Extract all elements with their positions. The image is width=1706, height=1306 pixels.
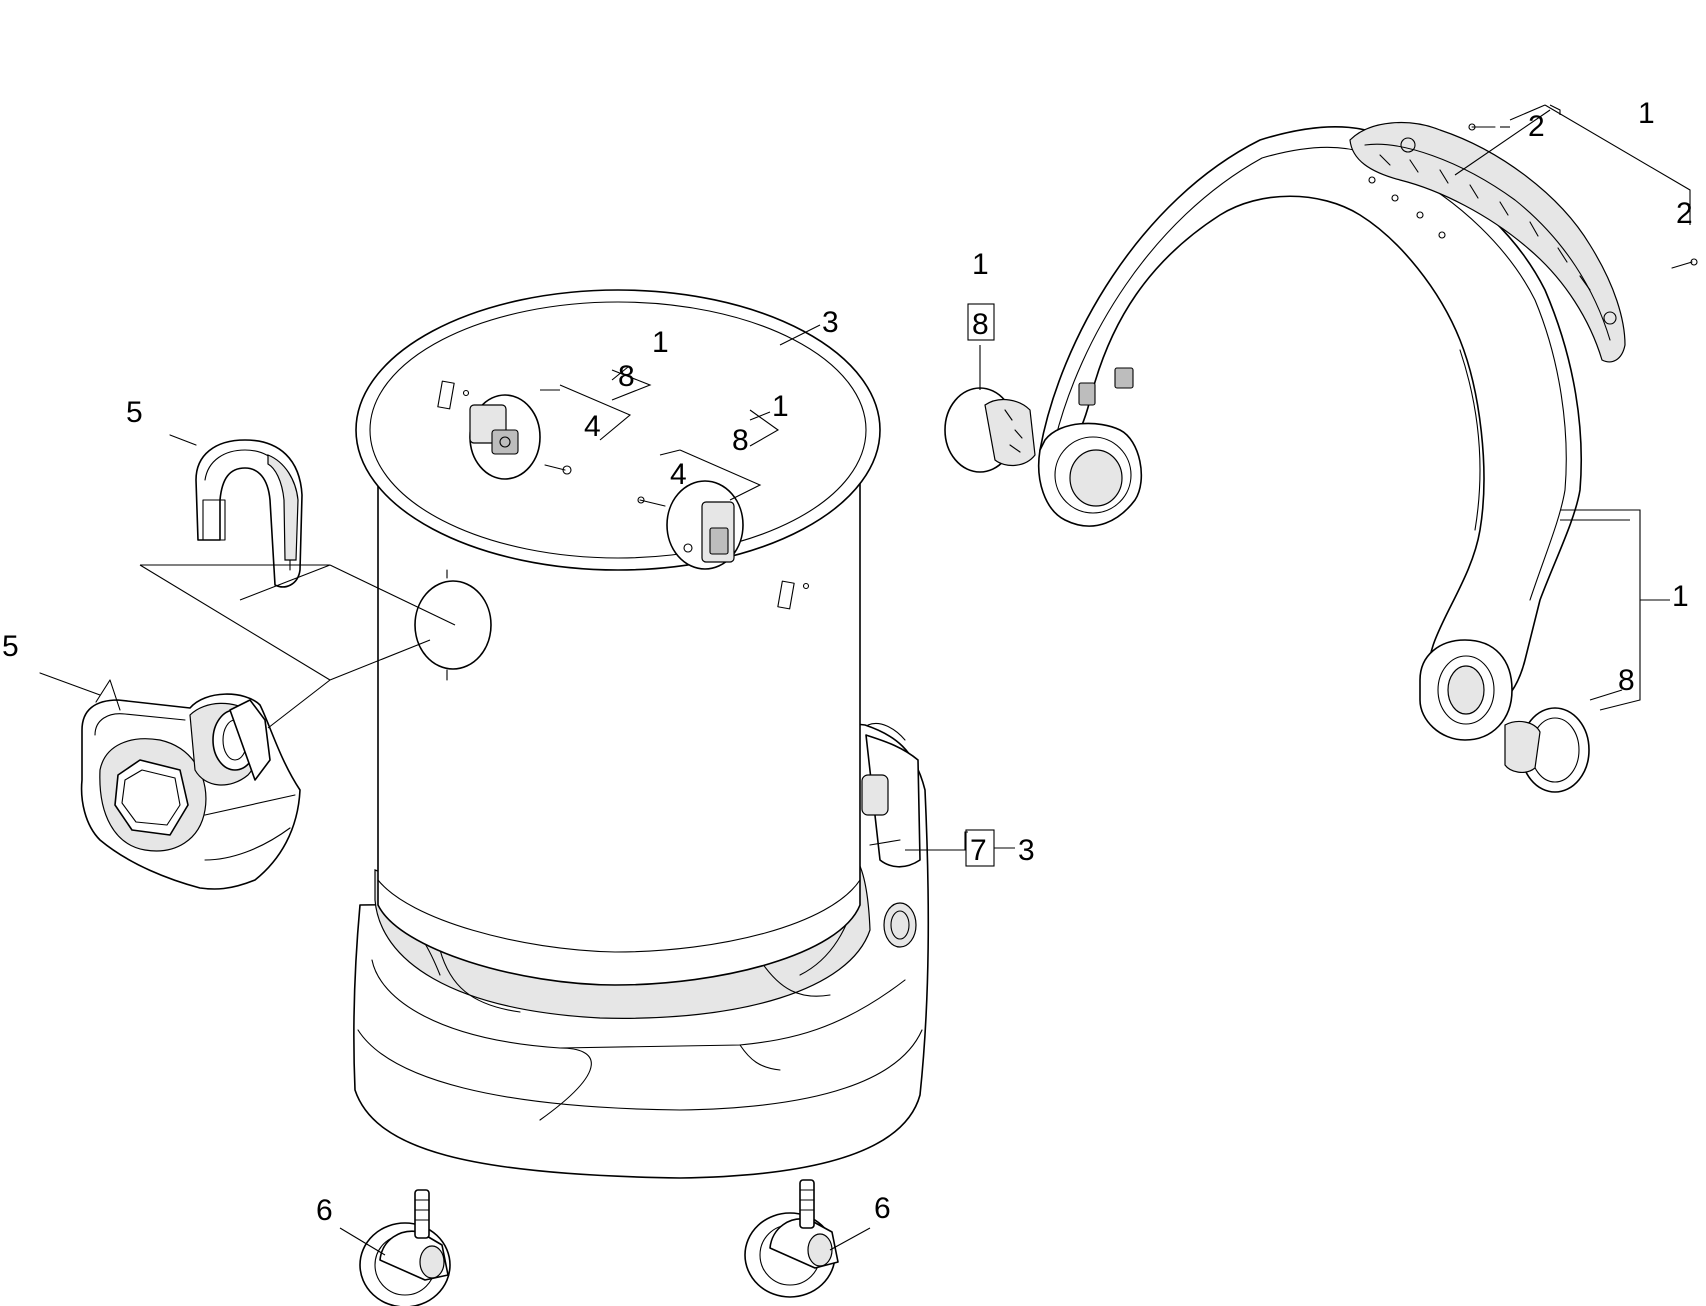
plug-right [1504,707,1590,793]
callout-2-top: 2 [1528,110,1545,143]
callout-5-clip: 5 [126,396,143,429]
drum-rim [355,289,881,571]
callout-3-base: 3 [1018,834,1035,867]
callout-labels: 1 2 2 1 8 1 8 3 1 8 4 1 8 4 5 5 7 3 6 6 [2,97,1693,1227]
callout-3-drum: 3 [822,306,839,339]
callout-4-latch-right: 4 [670,458,687,491]
handle-grip-cover [1349,122,1626,363]
callout-1-handle-right: 1 [1672,580,1689,613]
drum-cylinder [377,429,861,986]
latch-right [637,480,744,570]
pin-2-right [1671,261,1693,269]
hose-connector [39,672,301,890]
callout-8-left-plug: 8 [972,308,989,341]
callout-1-left-plug: 1 [972,248,989,281]
callout-8-right-plug: 8 [1618,664,1635,697]
callout-8-latch-right: 8 [732,424,749,457]
callout-4-latch-left: 4 [584,410,601,443]
plug-left [944,387,1036,473]
handle-assembly [1037,122,1698,741]
callout-1-latch-right: 1 [772,390,789,423]
callout-6-left: 6 [316,1194,333,1227]
callout-1-handle-top: 1 [1638,97,1655,130]
caster-left [359,1189,451,1306]
callout-7-base: 7 [970,834,987,867]
callout-1-latch-left: 1 [652,326,669,359]
hose-clip-upper [169,434,303,588]
latch-left [469,394,572,480]
callout-5-connector: 5 [2,630,19,663]
callout-8-latch-left: 8 [618,360,635,393]
callout-6-right: 6 [874,1192,891,1225]
leader-lines [139,104,1691,1256]
callout-2-right: 2 [1676,197,1693,230]
drum-body [353,289,930,1179]
caster-right [744,1179,839,1298]
